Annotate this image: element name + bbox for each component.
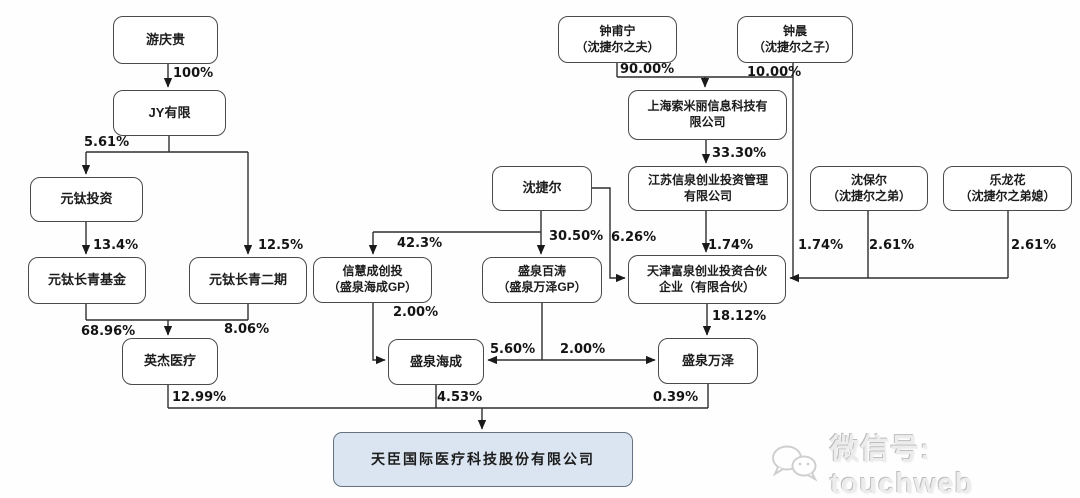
edge-label: 2.61% xyxy=(1011,238,1057,253)
node-yuantai-investment: 元钛投资 xyxy=(30,177,143,222)
edge-label: 30.50% xyxy=(549,229,604,244)
edge-label: 12.99% xyxy=(172,390,227,405)
edge-label: 18.12% xyxy=(712,309,767,324)
edge-label: 68.96% xyxy=(81,324,136,339)
edge-label: 33.30% xyxy=(712,146,767,161)
node-tianchen-issuer: 天臣国际医疗科技股份有限公司 xyxy=(333,432,633,487)
node-shen-baoer: 沈保尔 （沈捷尔之弟） xyxy=(810,166,928,211)
node-jy-limited: JY有限 xyxy=(113,90,226,136)
watermark: 微信号: touchweb xyxy=(770,426,1080,498)
edge-label: 0.39% xyxy=(653,390,699,405)
edge-label: 6.26% xyxy=(611,230,657,245)
edge-label: 10.00% xyxy=(747,65,802,80)
node-zhong-funing: 钟甫宁 （沈捷尔之夫） xyxy=(558,16,677,63)
node-yuantai-changqing-fund: 元钛长青基金 xyxy=(28,257,146,304)
node-jiangsu-xinquan: 江苏信泉创业投资管理 有限公司 xyxy=(628,166,788,211)
node-le-longhua: 乐龙花 （沈捷尔之弟媳） xyxy=(943,166,1072,211)
node-shengquan-wanze: 盛泉万泽 xyxy=(658,338,758,384)
node-yuantai-changqing-phase2: 元钛长青二期 xyxy=(189,257,307,304)
edge-label: 12.5% xyxy=(258,238,304,253)
edge-label: 2.61% xyxy=(869,238,915,253)
node-you-qinggui: 游庆贵 xyxy=(113,16,218,64)
node-tianjin-fuquan: 天津富泉创业投资合伙 企业（有限合伙） xyxy=(628,255,786,304)
watermark-text: 微信号: touchweb xyxy=(830,434,974,498)
edge-label: 2.00% xyxy=(393,305,439,320)
edge-label: 8.06% xyxy=(224,322,270,337)
edge-label: 1.74% xyxy=(708,238,754,253)
wechat-icon xyxy=(770,443,822,485)
edge-label: 1.74% xyxy=(798,238,844,253)
edge-label: 100% xyxy=(173,66,214,81)
edge-label: 42.3% xyxy=(397,236,443,251)
edge-label: 90.00% xyxy=(620,62,675,77)
node-shengquan-haicheng: 盛泉海成 xyxy=(388,339,484,385)
edge-label: 13.4% xyxy=(93,238,139,253)
edge-label: 4.53% xyxy=(437,390,483,405)
edge-label: 2.00% xyxy=(560,342,606,357)
edge-label: 5.61% xyxy=(84,135,130,150)
node-shanghai-suomili: 上海索米丽信息科技有 限公司 xyxy=(628,90,787,140)
node-shen-jieer: 沈捷尔 xyxy=(492,166,592,211)
node-zhong-chen: 钟晨 （沈捷尔之子） xyxy=(737,16,853,63)
node-xinhuicheng-ventures: 信慧成创投 （盛泉海成GP） xyxy=(313,257,432,303)
node-yingjie-medical: 英杰医疗 xyxy=(122,338,218,385)
edge-label: 5.60% xyxy=(490,342,536,357)
node-shengquan-baitao: 盛泉百涛 （盛泉万泽GP） xyxy=(482,257,602,303)
